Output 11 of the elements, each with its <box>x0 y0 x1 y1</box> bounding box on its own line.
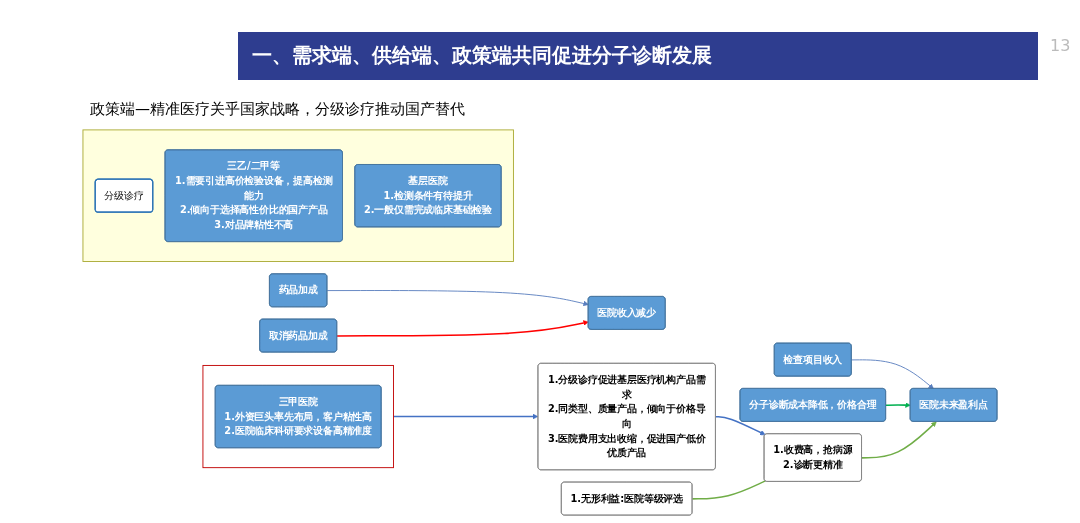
arrow <box>861 421 937 459</box>
arrow <box>715 416 766 436</box>
arrow <box>885 402 911 408</box>
connector <box>691 480 767 500</box>
page-number: 13 <box>1050 36 1071 55</box>
subtitle: 政策端—精准医疗关乎国家战略，分级诊疗推动国产替代 <box>90 100 465 119</box>
title: 一、需求端、供给端、政策端共同促进分子诊断发展 <box>252 42 712 69</box>
arrow <box>336 320 589 337</box>
arrow <box>392 413 539 420</box>
cluster <box>82 129 514 262</box>
cluster <box>202 364 394 469</box>
